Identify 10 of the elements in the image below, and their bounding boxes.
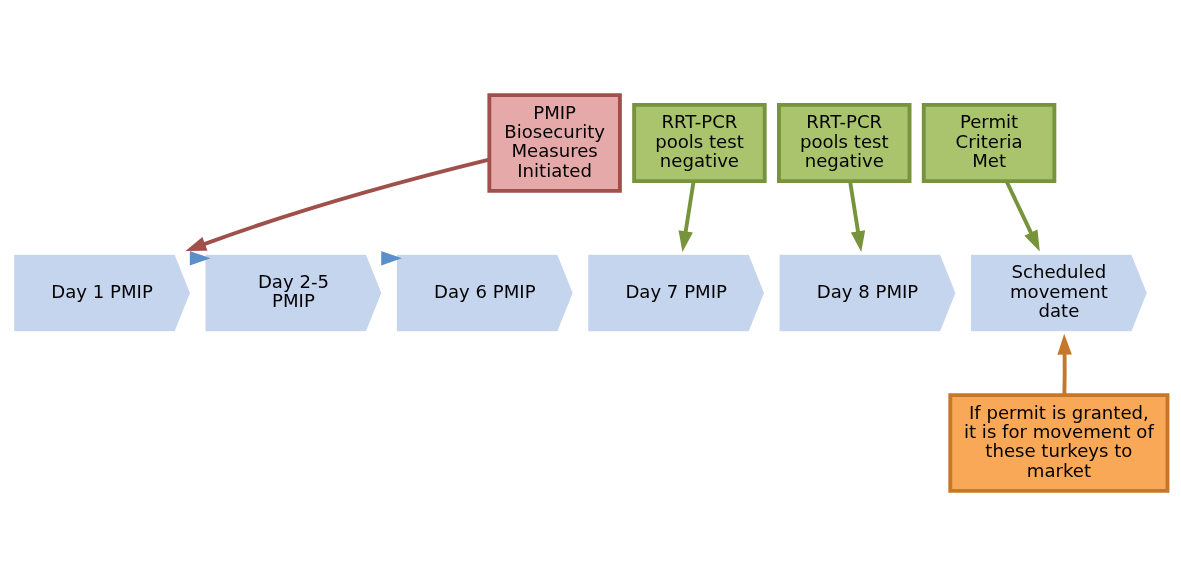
- arrow: [848, 180, 866, 252]
- arrow: [185, 157, 490, 251]
- arrow: [1004, 180, 1040, 251]
- node-box: RRT-PCR pools test negative: [777, 102, 912, 183]
- arrow: [678, 180, 696, 252]
- node-box: PMIP Biosecurity Measures Initiated: [487, 92, 622, 193]
- arrow: [1057, 333, 1072, 395]
- node-box: If permit is granted, it is for movement of these turkeys to market: [948, 392, 1170, 493]
- node-box: RRT-PCR pools test negative: [632, 102, 767, 183]
- node-box: Permit Criteria Met: [921, 102, 1057, 183]
